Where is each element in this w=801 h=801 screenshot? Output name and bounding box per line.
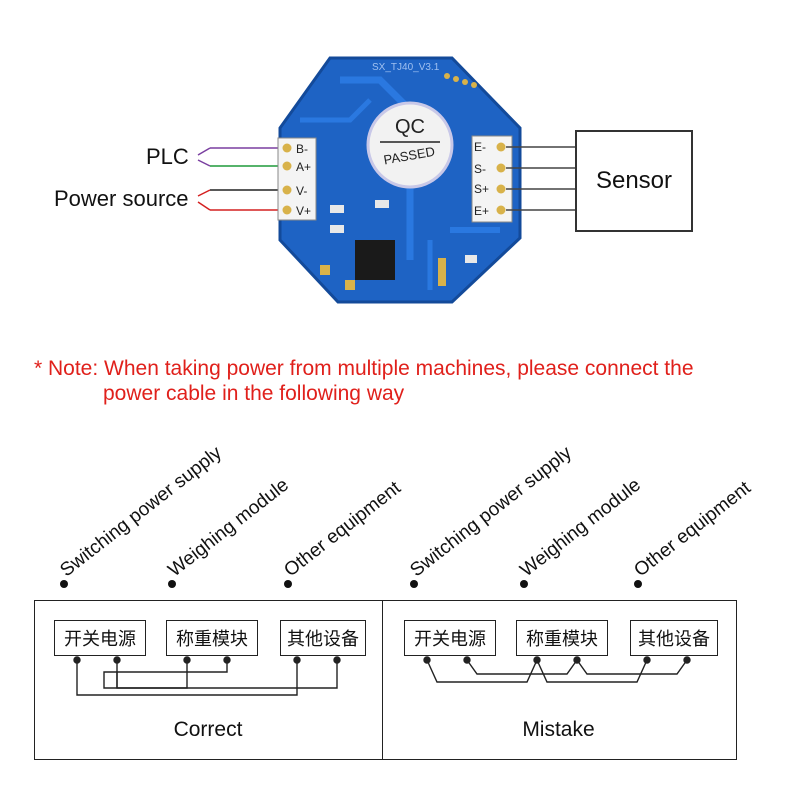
qc-label: QC bbox=[395, 116, 425, 138]
sensor-label: Sensor bbox=[595, 167, 673, 194]
correct-other-label: 其他设备 bbox=[287, 629, 359, 650]
pin-v-minus: V- bbox=[296, 184, 307, 198]
correct-wiring bbox=[73, 656, 341, 696]
mistake-switching-box: 开关电源 bbox=[404, 620, 496, 656]
correct-switching-label: 开关电源 bbox=[64, 629, 136, 650]
mistake-other-label: 其他设备 bbox=[638, 629, 710, 650]
mistake-weighing-box: 称重模块 bbox=[516, 620, 608, 656]
correct-switching-box: 开关电源 bbox=[54, 620, 146, 656]
note-line-2: power cable in the following way bbox=[103, 382, 405, 405]
mistake-other-box: 其他设备 bbox=[630, 620, 718, 656]
right-terminal-block: E- S- S+ E+ bbox=[471, 135, 513, 223]
correct-caption: Correct bbox=[173, 718, 243, 741]
pin-e-minus: E- bbox=[474, 140, 486, 154]
pcb-wiring-illustration: QC PASSED SX_TJ40_V3.1 B- A+ V- V+ E- S-… bbox=[197, 56, 575, 304]
qc-passed-sticker: QC PASSED bbox=[366, 101, 454, 189]
legend-other-right: Other equipment bbox=[630, 477, 755, 582]
pin-s-plus: S+ bbox=[474, 182, 489, 196]
correct-weighing-box: 称重模块 bbox=[166, 620, 258, 656]
top-pad-row bbox=[444, 73, 477, 88]
sensor-wires bbox=[506, 146, 575, 211]
legend-dot-switching-left bbox=[60, 580, 68, 588]
mistake-weighing-label: 称重模块 bbox=[526, 629, 598, 650]
mistake-switching-label: 开关电源 bbox=[414, 629, 486, 650]
correct-other-box: 其他设备 bbox=[280, 620, 366, 656]
pin-e-plus: E+ bbox=[474, 204, 489, 218]
correct-weighing-label: 称重模块 bbox=[176, 629, 248, 650]
pin-s-minus: S- bbox=[474, 162, 486, 176]
plc-label: PLC bbox=[146, 144, 189, 169]
legend-dot-weighing-right bbox=[520, 580, 528, 588]
note-line-1: * Note: When taking power from multiple … bbox=[34, 357, 694, 380]
legend-dot-other-right bbox=[634, 580, 642, 588]
board-model-text: SX_TJ40_V3.1 bbox=[372, 62, 440, 73]
pin-b-minus: B- bbox=[296, 142, 308, 156]
mistake-wiring bbox=[423, 656, 691, 683]
left-terminal-block: B- A+ V- V+ bbox=[277, 137, 317, 221]
mistake-caption: Mistake bbox=[522, 718, 595, 741]
legend-dot-switching-right bbox=[410, 580, 418, 588]
power-source-label: Power source bbox=[54, 186, 189, 211]
sensor-box: Sensor bbox=[575, 130, 693, 232]
pin-a-plus: A+ bbox=[296, 160, 311, 174]
pin-v-plus: V+ bbox=[296, 204, 311, 218]
legend-dot-weighing-left bbox=[168, 580, 176, 588]
legend-dot-other-left bbox=[284, 580, 292, 588]
legend-other-left: Other equipment bbox=[280, 477, 405, 582]
